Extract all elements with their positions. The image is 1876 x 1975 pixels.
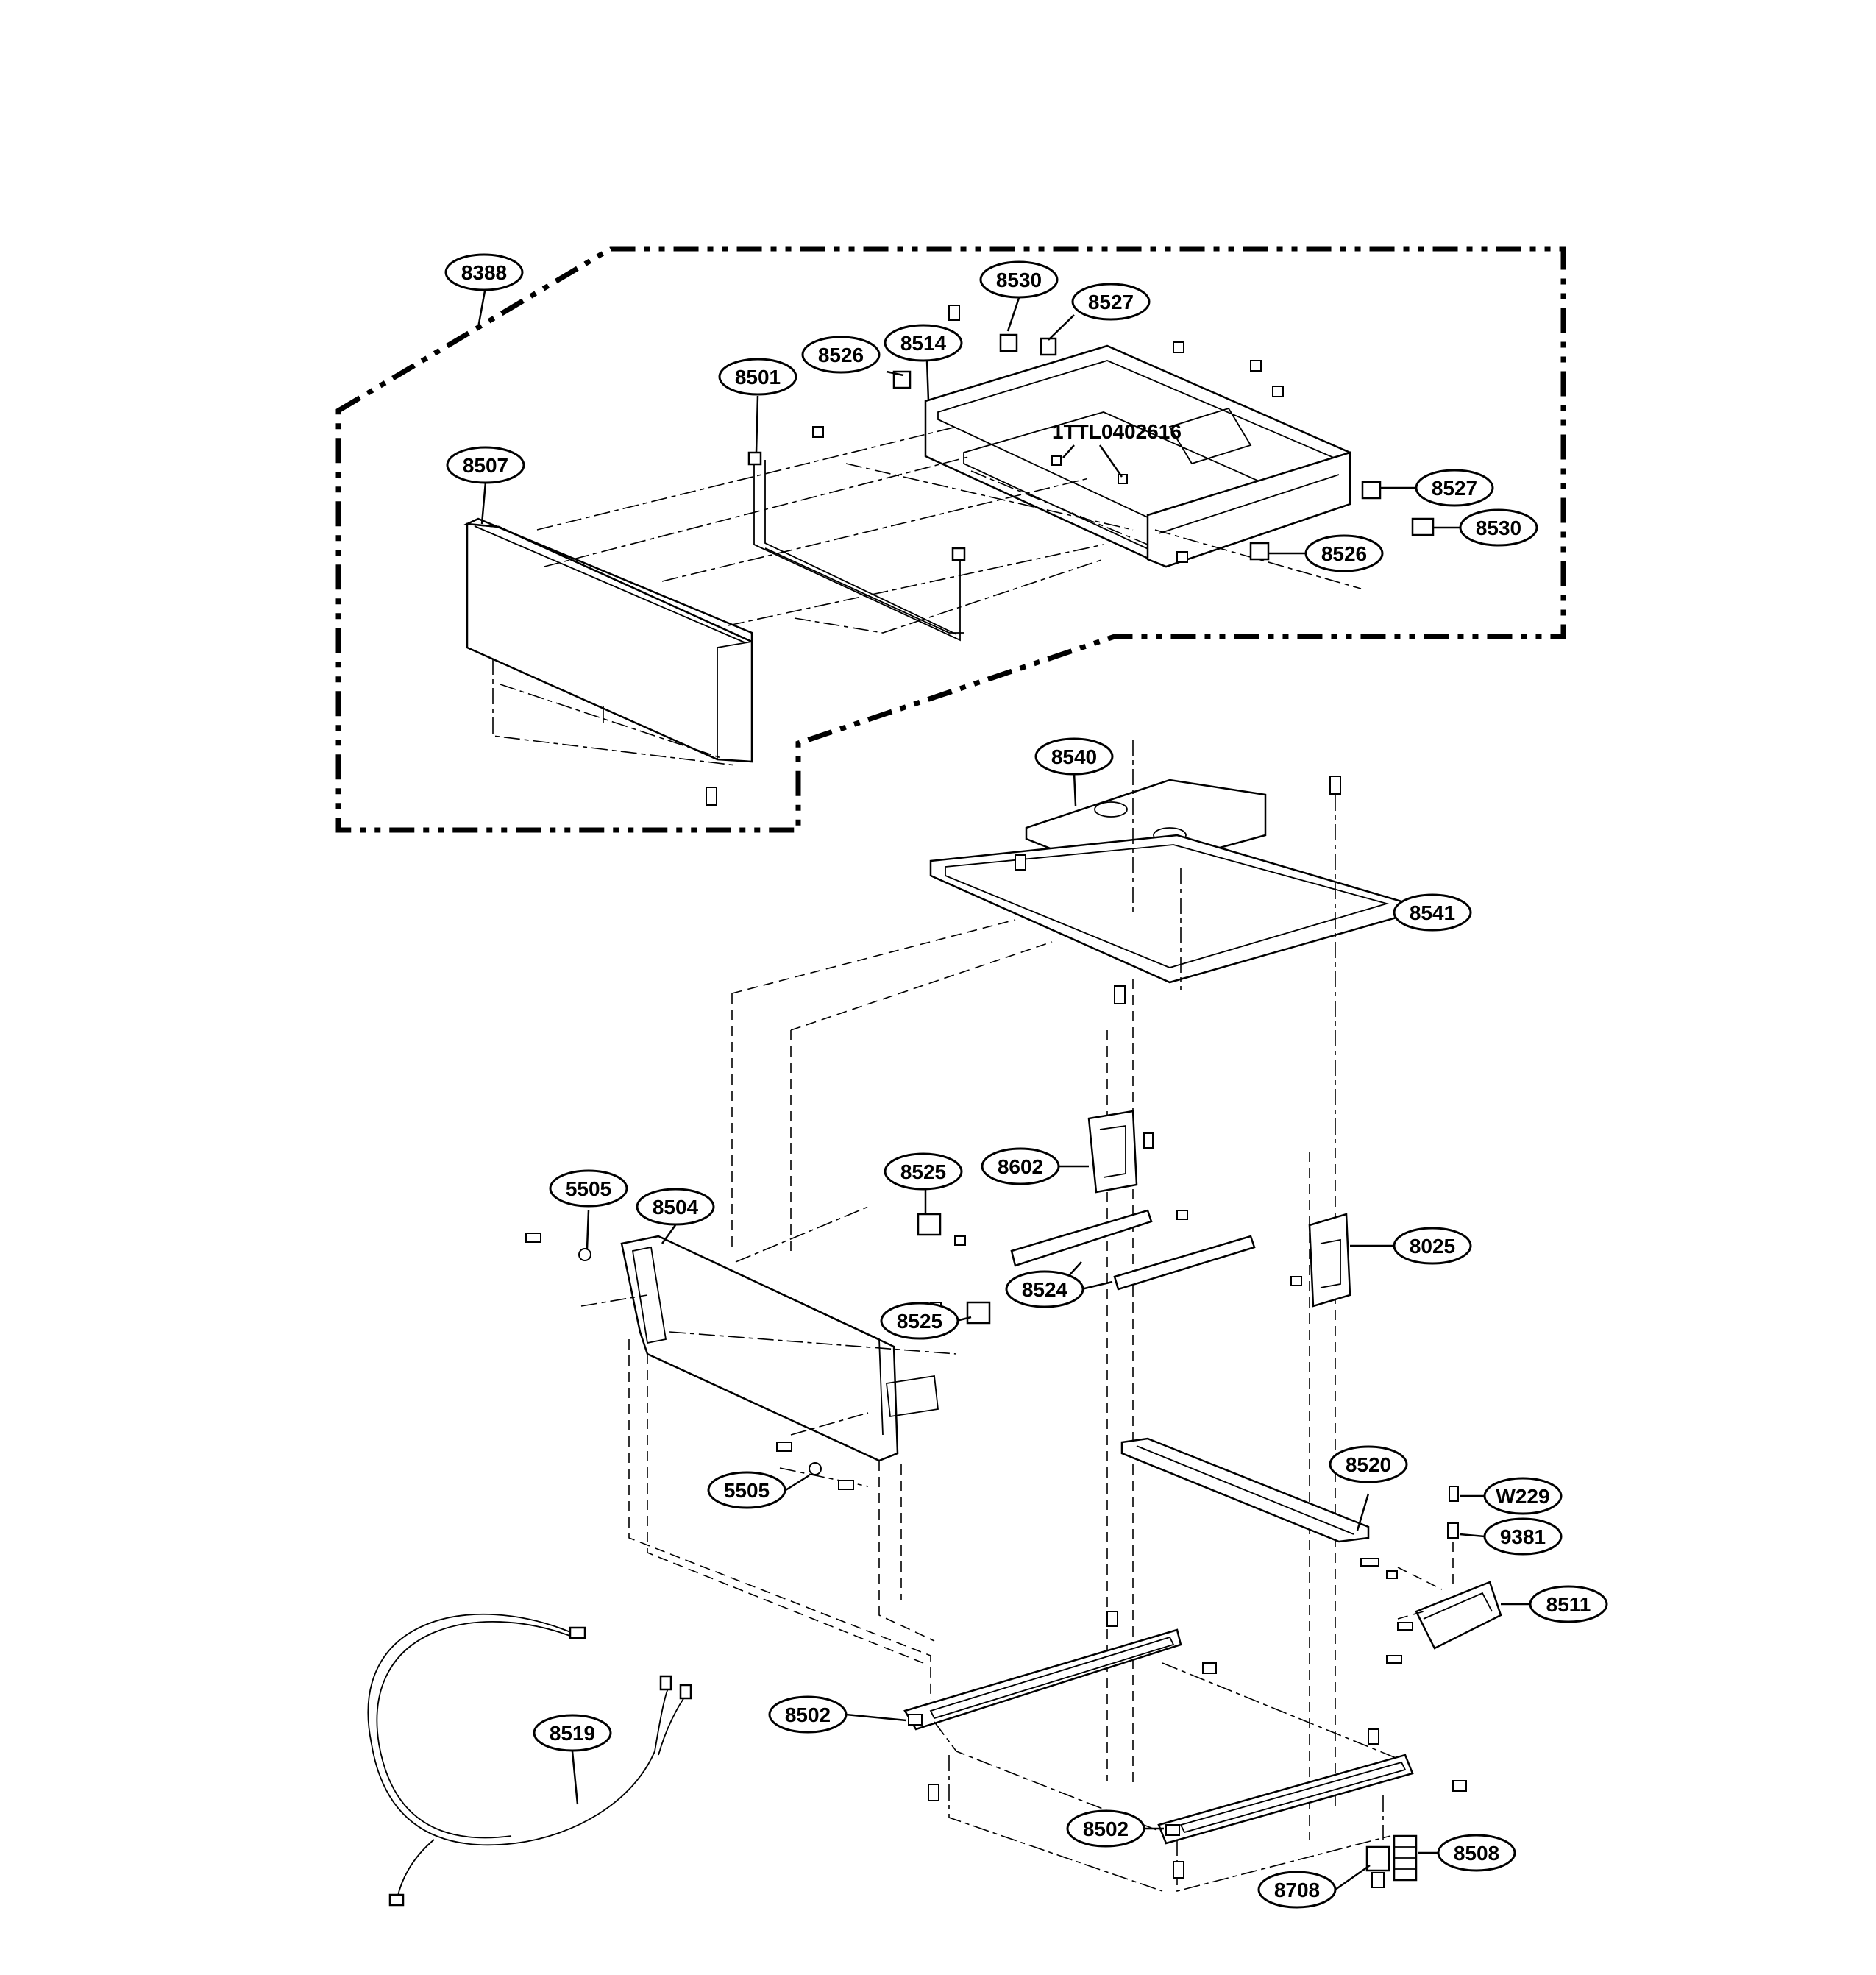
drawer-clips [892, 333, 1435, 561]
bracket-8511-guides [1397, 1542, 1454, 1620]
callout-8530-right: 8530 [1459, 508, 1538, 547]
frame-screw-2 [1114, 985, 1126, 1004]
leveler-8508 [1393, 1834, 1418, 1882]
callout-8519-text: 8519 [550, 1722, 595, 1745]
callout-9381-text: 9381 [1500, 1525, 1546, 1548]
rail-screws [525, 1210, 1302, 1490]
slide-8502-upper [903, 1611, 1217, 1731]
callout-8501: 8501 [718, 358, 797, 396]
drawer-screws [706, 305, 1284, 806]
callout-8526-right-text: 8526 [1321, 542, 1367, 565]
callout-8502-lower-text: 8502 [1083, 1818, 1129, 1840]
drawer-assembly-boundary [335, 246, 1566, 833]
callout-8388-text: 8388 [461, 261, 507, 284]
callout-8530-top-text: 8530 [996, 269, 1042, 291]
callout-8527-right-text: 8527 [1432, 477, 1477, 500]
callout-8025: 8025 [1393, 1227, 1472, 1265]
callout-8526-right: 8526 [1304, 534, 1384, 572]
callout-8507-text: 8507 [463, 454, 508, 477]
drawer-tub-8514 [924, 344, 1351, 568]
callout-8527-top-text: 8527 [1088, 291, 1134, 313]
callout-8525-upper-text: 8525 [900, 1160, 946, 1183]
foot-8708 [1365, 1845, 1390, 1888]
callout-8602-text: 8602 [998, 1155, 1043, 1178]
callout-8525-lower-text: 8525 [897, 1310, 942, 1333]
drawer-rails-8501 [747, 451, 966, 642]
callout-8504: 8504 [636, 1188, 715, 1226]
cabinet-phantom-lines [731, 919, 1336, 1840]
callout-5505-upper-text: 5505 [566, 1177, 611, 1200]
callout-8514: 8514 [884, 324, 963, 362]
slide-8502-lower [1157, 1728, 1467, 1845]
power-cord-8519 [367, 1613, 692, 1907]
bracket-8524 [1010, 1209, 1256, 1291]
frame-8541 [929, 834, 1403, 984]
callout-8524-text: 8524 [1022, 1278, 1068, 1301]
front-rail-phantom [580, 1206, 957, 1487]
front-rail-guides [628, 1339, 935, 1700]
callout-w229: W229 [1483, 1477, 1563, 1515]
callout-8507: 8507 [446, 446, 525, 484]
panel-phantom-lines [492, 659, 736, 766]
callout-8530-top: 8530 [979, 260, 1059, 299]
leader-lines [477, 286, 1530, 1891]
callout-8540: 8540 [1034, 737, 1114, 776]
bracket-8602 [1087, 1110, 1154, 1194]
callout-8541: 8541 [1393, 893, 1472, 932]
callout-8540-text: 8540 [1051, 745, 1097, 768]
front-rail-8504 [620, 1235, 939, 1462]
callout-8525-upper: 8525 [884, 1152, 963, 1191]
callout-8511: 8511 [1529, 1585, 1608, 1623]
callout-8520-text: 8520 [1346, 1453, 1391, 1476]
callout-1ttl0402616: 1TTL0402616 [1052, 420, 1182, 443]
hinge-8525-lower [966, 1301, 991, 1325]
callout-5505-upper: 5505 [549, 1169, 628, 1208]
drawer-phantom-lines [536, 426, 1362, 634]
callout-8508-text: 8508 [1454, 1842, 1499, 1865]
callout-8526-top-text: 8526 [818, 344, 864, 366]
callout-8025-text: 8025 [1410, 1235, 1455, 1258]
callout-8526-top: 8526 [801, 336, 881, 374]
callout-8508: 8508 [1437, 1834, 1516, 1872]
bracket-8025 [1308, 1213, 1351, 1308]
frame-screw [1329, 776, 1341, 795]
callout-8511-text: 8511 [1546, 1593, 1591, 1616]
callout-8519: 8519 [533, 1714, 612, 1752]
callout-5505-lower-text: 5505 [724, 1479, 770, 1502]
callout-8541-text: 8541 [1410, 901, 1455, 924]
callout-5505-lower: 5505 [707, 1471, 786, 1509]
callout-8525-lower: 8525 [880, 1302, 959, 1340]
slide-phantom-lines [934, 1662, 1399, 1893]
callout-8524: 8524 [1005, 1270, 1084, 1308]
frame-screw-3 [1015, 854, 1026, 871]
callout-8520: 8520 [1329, 1445, 1408, 1483]
bracket-8511 [1360, 1486, 1502, 1664]
slide-screw-b [1173, 1861, 1184, 1879]
callout-8527-right: 8527 [1415, 469, 1494, 507]
callout-8504-text: 8504 [653, 1196, 699, 1219]
callout-8514-text: 8514 [900, 332, 947, 355]
callout-8708: 8708 [1257, 1871, 1337, 1909]
callout-w229-text: W229 [1496, 1485, 1549, 1508]
callout-8708-text: 8708 [1274, 1879, 1320, 1901]
hinge-8525-upper [917, 1213, 942, 1236]
frame-phantom-lines [1132, 740, 1336, 1148]
callout-9381: 9381 [1483, 1517, 1563, 1556]
callout-8502-upper-text: 8502 [785, 1703, 831, 1726]
callout-8502-upper: 8502 [768, 1695, 848, 1734]
callout-1ttl0402616-text: 1TTL0402616 [1052, 420, 1182, 443]
callout-8530-right-text: 8530 [1476, 517, 1521, 539]
callout-8388: 8388 [444, 253, 524, 291]
slide-screw-a [928, 1784, 939, 1801]
callout-8502-lower: 8502 [1066, 1809, 1145, 1848]
drawer-front-panel-8507 [463, 517, 753, 763]
callout-8527-top: 8527 [1071, 283, 1151, 321]
callout-8501-text: 8501 [735, 366, 781, 389]
crossbar-8520 [1120, 1437, 1370, 1543]
callout-8602: 8602 [981, 1147, 1060, 1185]
